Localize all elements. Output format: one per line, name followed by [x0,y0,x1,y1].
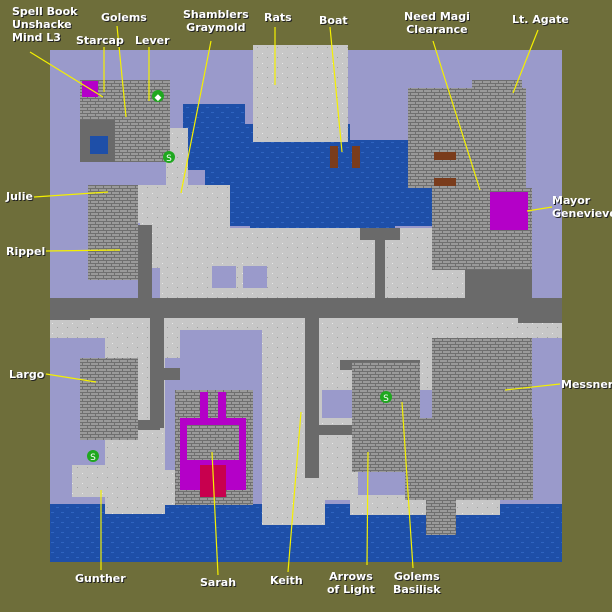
label-rats: Rats [264,11,292,24]
label-starcap: Starcap [76,34,124,47]
label-shamblers: Shamblers Graymold [183,8,249,34]
svg-text:S: S [166,154,172,164]
label-gunther: Gunther [75,572,126,585]
label-mayor: Mayor Genevieve [552,194,612,220]
svg-text:S: S [90,453,96,463]
label-golems-basilisk: Golems Basilisk [393,570,441,596]
label-messner: Messner [561,378,612,391]
label-largo: Largo [9,368,45,381]
label-lever: Lever [135,34,170,47]
pointer-lines [29,25,561,576]
shop-markers: S ◆ S S [87,90,392,463]
label-keith: Keith [270,574,303,587]
void-rooms [180,266,352,418]
label-julie: Julie [6,190,33,203]
label-sarah: Sarah [200,576,237,589]
shop-s-icon[interactable]: S [380,391,392,404]
shop-s-icon[interactable]: ◆ [152,90,164,103]
label-golems-top: Golems [101,11,147,24]
label-arrows-of-light: Arrows of Light [327,570,375,596]
svg-text:◆: ◆ [155,93,162,103]
shop-s-icon[interactable]: S [87,450,99,463]
label-rippel: Rippel [6,245,46,258]
inner-pool [90,136,108,154]
svg-text:S: S [383,394,389,404]
shop-s-icon[interactable]: S [163,151,175,164]
label-need-magi: Need Magi Clearance [404,10,470,36]
label-lt-agate: Lt. Agate [512,13,569,26]
label-spell-book: Spell Book Unshacke Mind L3 [12,5,78,44]
boat-piers [330,146,456,186]
label-boat: Boat [319,14,348,27]
